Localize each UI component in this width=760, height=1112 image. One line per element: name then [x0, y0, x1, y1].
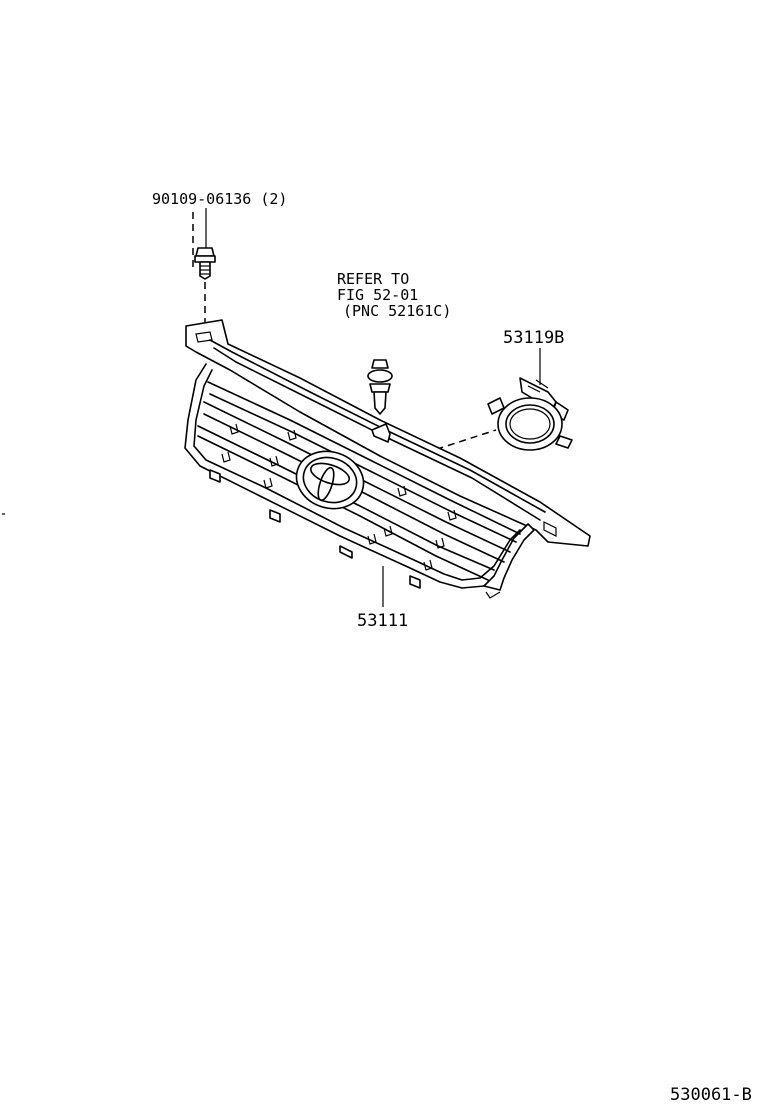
refer-line-3: (PNC 52161C): [343, 302, 451, 320]
ornament-part-number: 53119B: [503, 328, 564, 348]
grille-part-number: 53111: [357, 611, 408, 631]
clip-icon: [367, 359, 393, 415]
radiator-grille-icon: [184, 319, 591, 599]
bolt-part-number: 90109-06136 (2): [152, 190, 287, 208]
refer-line-1: REFER TO: [337, 270, 409, 288]
toyota-emblem-icon: [295, 450, 365, 510]
emblem-ring-icon: [487, 377, 573, 451]
figure-code: 530061-B: [670, 1085, 752, 1105]
refer-line-2: FIG 52-01: [337, 286, 418, 304]
bolt-icon: [194, 247, 216, 280]
